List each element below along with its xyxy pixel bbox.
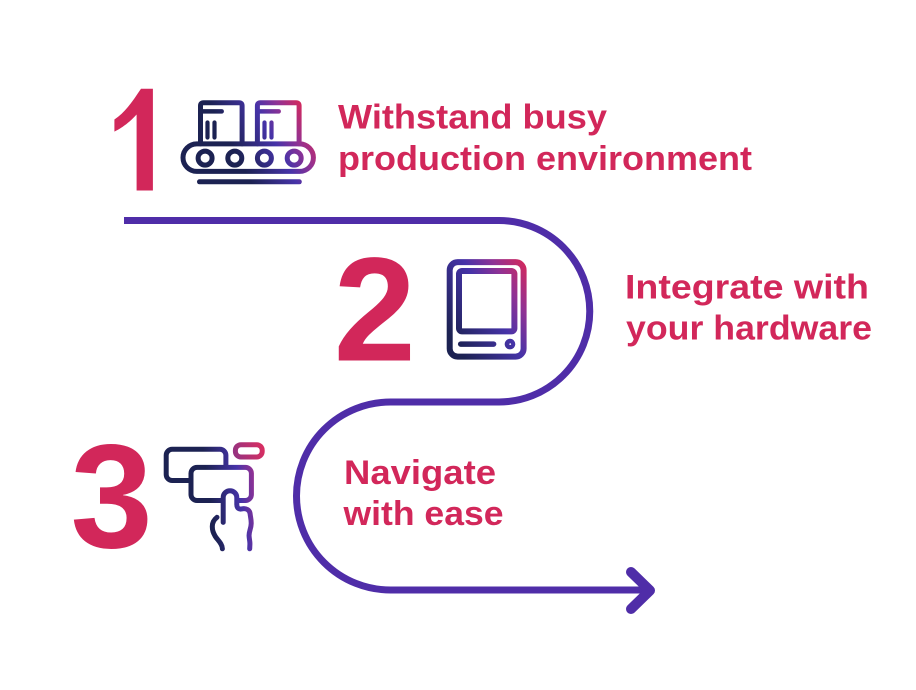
- svg-text:2: 2: [334, 228, 416, 393]
- svg-text:Navigate: Navigate: [344, 454, 496, 492]
- svg-text:production environment: production environment: [338, 140, 752, 178]
- svg-text:3: 3: [70, 414, 152, 579]
- svg-text:your hardware: your hardware: [626, 310, 872, 348]
- svg-text:with ease: with ease: [342, 495, 503, 533]
- svg-text:Integrate with: Integrate with: [625, 268, 869, 306]
- svg-text:Withstand busy: Withstand busy: [338, 99, 607, 137]
